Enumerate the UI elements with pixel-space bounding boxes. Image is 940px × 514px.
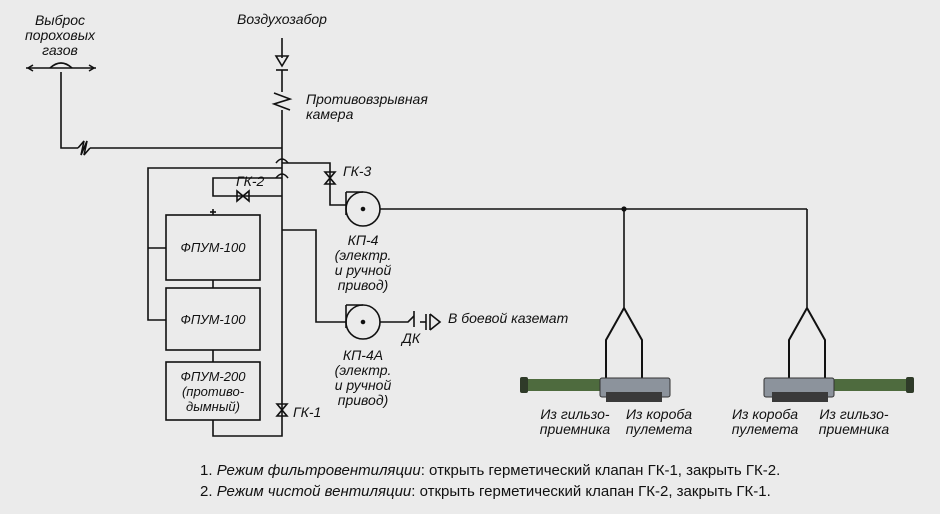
gk2-valve-icon [236, 189, 250, 203]
exhaust-pipe [60, 72, 78, 149]
kp4a-label: КП-4А (электр. и ручной привод) [334, 347, 392, 408]
gk3-valve-icon [323, 171, 337, 185]
left-gun-box-label: Из короба пулемета [625, 406, 693, 437]
note-1-text: : открыть герметический клапан ГК-1, зак… [420, 462, 781, 479]
kp4a-output-pipe [380, 315, 415, 323]
casemate-label: В боевой каземат [448, 310, 569, 326]
fpum-box-1-label: ФПУМ-100 [180, 240, 246, 255]
left-loop-pipe [147, 167, 282, 321]
gk1-label: ГК-1 [293, 404, 322, 420]
kp4a-fan-icon [345, 304, 381, 340]
exhaust-vent-icon [26, 62, 96, 72]
left-gun-casing-label: Из гильзо- приемника [539, 406, 611, 437]
note-1-number: 1. [200, 462, 213, 479]
left-machine-gun-icon [520, 377, 671, 402]
note-2: 2. Режим чистой вентиляции: открыть герм… [200, 482, 771, 501]
right-machine-gun-icon [763, 377, 914, 402]
exhaust-break-icon [77, 140, 91, 156]
casemate-arrow-icon [429, 313, 442, 331]
note-1: 1. Режим фильтровентиляции: открыть герм… [200, 461, 780, 480]
intake-arrow-icon [274, 38, 290, 71]
gk3-label: ГК-3 [343, 163, 372, 179]
fpum-box-3-label: ФПУМ-200 (противо- дымный) [180, 369, 246, 414]
right-gun-casing-label: Из гильзо- приемника [818, 406, 890, 437]
right-gun-box-label: Из короба пулемета [731, 406, 799, 437]
dk-label: ДК [402, 330, 421, 346]
note-2-text: : открыть герметический клапан ГК-2, зак… [411, 483, 771, 500]
gk2-label: ГК-2 [236, 173, 265, 189]
intake-label: Воздухозабор [237, 11, 327, 27]
gk1-valve-icon [275, 403, 289, 417]
fpum-box-2-label: ФПУМ-100 [180, 312, 246, 327]
kp4-label: КП-4 (электр. и ручной привод) [334, 232, 392, 293]
kp4a-branch [282, 229, 346, 323]
gk3-branch [282, 162, 346, 206]
bottom-return-pipe [212, 420, 283, 437]
blast-chamber-icon [271, 92, 293, 111]
note-2-mode: Режим чистой вентиляции [216, 483, 412, 500]
exhaust-label: Выброс пороховых газов [25, 12, 95, 58]
gk2-branch [212, 177, 282, 197]
note-2-number: 2. [200, 483, 213, 500]
kp4-fan-icon [345, 191, 381, 227]
blast-chamber-label: Противовзрывная камера [306, 91, 428, 122]
note-1-mode: Режим фильтровентиляции [216, 462, 421, 479]
